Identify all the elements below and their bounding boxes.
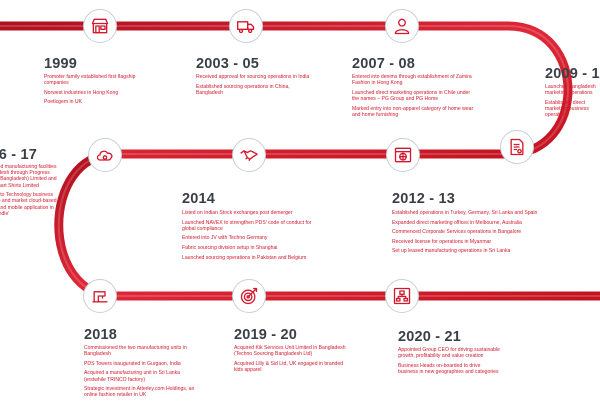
event-text: Acquired a manufacturing unit in Sri Lan… xyxy=(84,370,180,383)
event-text: Launched NAVEX to strengthen PDS' code o… xyxy=(182,219,312,232)
milestone-events-2009-10: Launched Bangladesh marketing operations… xyxy=(545,84,600,122)
milestone-events-2007-08: Entered into denims through establishmen… xyxy=(352,74,474,121)
event-text: Commenced Corporate Services operations … xyxy=(392,229,522,236)
milestone-year-2020-21: 2020 - 21 xyxy=(398,329,462,345)
event-text: Received license for operations in Myanm… xyxy=(392,238,492,245)
event-text: Set up leased manufacturing operations i… xyxy=(392,248,511,255)
target-arrow-icon xyxy=(232,279,266,313)
milestone-year-1999: 1999 xyxy=(44,56,78,72)
milestone-year-2003-05: 2003 - 05 xyxy=(196,56,260,72)
cloud-gear-icon xyxy=(88,138,122,172)
storefront-icon xyxy=(83,9,117,43)
milestone-year-2016-17: 2016 - 17 xyxy=(0,147,38,163)
event-text: Listed on Indian Stock exchanges post de… xyxy=(182,210,293,216)
milestone-year-2014: 2014 xyxy=(182,191,216,207)
milestone-events-2018: Commissioned the two manufacturing units… xyxy=(84,345,202,402)
event-text: Commissioned the two manufacturing units… xyxy=(84,345,187,358)
milestone-events-2019-20: Acquired Kik Services Unit Limited in Ba… xyxy=(234,345,352,377)
milestone-year-2019-20: 2019 - 20 xyxy=(234,327,298,343)
org-chart-icon xyxy=(385,279,419,313)
event-text: Strategic investment in Atterley.com Hol… xyxy=(84,386,195,399)
milestone-events-2003-05: Received approval for sourcing operation… xyxy=(196,74,314,99)
event-text: Established direct marketing business op… xyxy=(545,99,589,119)
event-text: Promoter family established first flagsh… xyxy=(44,74,136,87)
event-text: Established manufacturing facilities in … xyxy=(0,164,57,189)
milestone-year-2012-13: 2012 - 13 xyxy=(392,191,456,207)
event-text: Norwest industries in Hong Kong xyxy=(44,89,119,96)
event-text: Launched Bangladesh marketing operations xyxy=(545,84,596,97)
event-text: Entered into Technology business to deve… xyxy=(0,192,57,217)
event-text: Acquired Kik Services Unit Limited in Ba… xyxy=(234,345,346,358)
milestone-year-2018: 2018 xyxy=(84,327,118,343)
milestone-events-2020-21: Appointed Group CEO for driving sustaina… xyxy=(398,347,500,379)
event-text: Launched sourcing operations in Pakistan… xyxy=(182,254,307,261)
browser-globe-icon xyxy=(386,138,420,172)
event-text: Entered into JV with Techno Germany xyxy=(182,235,268,242)
milestone-year-2007-08: 2007 - 08 xyxy=(352,56,416,72)
person-bust-icon xyxy=(385,9,419,43)
event-text: Entered into denims through establishmen… xyxy=(352,74,472,87)
event-text: Established sourcing operations in China… xyxy=(196,83,290,96)
event-text: Received approval for sourcing operation… xyxy=(196,74,310,80)
milestone-events-2014: Listed on Indian Stock exchanges post de… xyxy=(182,210,320,264)
event-text: Appointed Group CEO for driving sustaina… xyxy=(398,347,500,360)
sewing-machine-icon xyxy=(83,279,117,313)
certificate-icon xyxy=(500,130,534,164)
event-text: Poeticgem in UK xyxy=(44,99,82,106)
milestone-events-2016-17: Established manufacturing facilities in … xyxy=(0,164,57,220)
handshake-icon xyxy=(232,138,266,172)
milestone-events-2012-13: Established operations in Turkey, German… xyxy=(392,210,562,258)
event-text: Marked entry into non-apparel category o… xyxy=(352,105,474,118)
delivery-truck-icon xyxy=(229,9,263,43)
event-text: Acquired Lilly & Sid Ltd, UK engaged in … xyxy=(234,360,344,373)
milestone-events-1999: Promoter family established first flagsh… xyxy=(44,74,154,109)
event-text: Launched direct marketing operations in … xyxy=(352,89,471,102)
event-text: Established operations in Turkey, German… xyxy=(392,210,538,216)
event-text: Fabric sourcing division setup in Shangh… xyxy=(182,244,278,251)
event-text: PDS Towers inaugurated in Gurgaon, India xyxy=(84,360,181,367)
event-text: Expanded direct marketing offices in Mel… xyxy=(392,219,522,226)
milestone-year-2009-10: 2009 - 10 xyxy=(545,66,600,82)
event-text: Business Heads on-boarded to drive busin… xyxy=(398,362,499,375)
